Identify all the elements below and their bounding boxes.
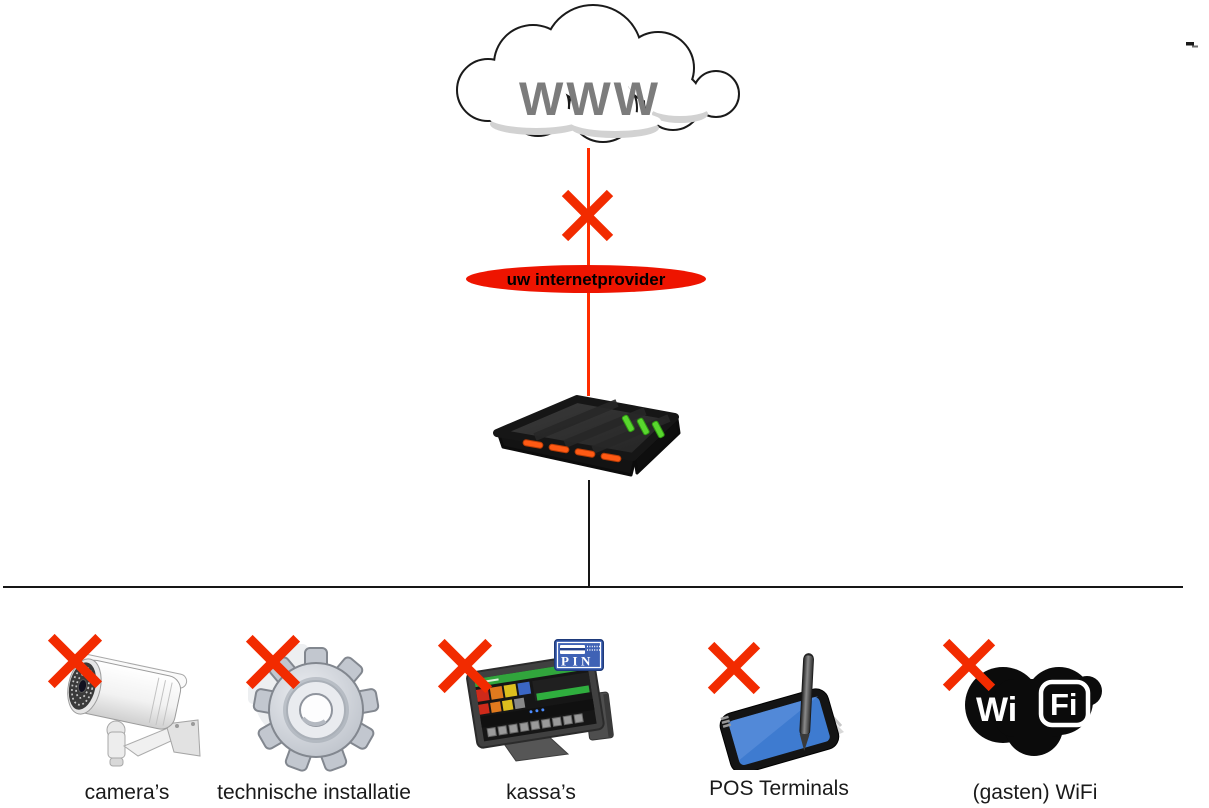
pin-badge: PIN — [554, 639, 604, 671]
registers-blocked-x-icon — [437, 638, 493, 694]
internet-cloud-icon: WWW — [456, 4, 740, 143]
cursor-artifact — [1186, 42, 1198, 48]
terminals-label: POS Terminals — [709, 777, 849, 800]
uplink-blocked-x-icon — [561, 189, 614, 242]
provider-label: uw internetprovider — [506, 269, 666, 289]
cash-register-icon — [466, 655, 614, 762]
lan-bus-line — [3, 586, 1183, 588]
router-front-leds — [522, 439, 622, 463]
lan-drop-line — [588, 480, 590, 587]
security-camera-icon — [67, 654, 201, 767]
cameras-label: camera’s — [84, 781, 170, 804]
payment-terminal-icon — [719, 653, 844, 770]
router-icon — [493, 395, 681, 477]
wifi-blocked-x-icon — [942, 638, 996, 692]
wifi-wi-label: Wi — [976, 691, 1017, 729]
installation-blocked-x-icon — [245, 634, 301, 690]
wifi-logo-icon: Wi Fi — [965, 667, 1102, 756]
terminals-blocked-x-icon — [707, 641, 761, 695]
wifi-fi-label: Fi — [1050, 687, 1078, 722]
stylus — [799, 653, 814, 751]
router-status-leds — [621, 414, 665, 439]
installation-label: technische installatie — [217, 781, 411, 804]
wifi-label: (gasten) WiFi — [972, 781, 1098, 804]
registers-label: kassa’s — [506, 781, 576, 804]
provider-badge: uw internetprovider — [466, 265, 706, 293]
cameras-blocked-x-icon — [47, 633, 103, 689]
www-label: WWW — [519, 72, 661, 125]
pin-label: PIN — [561, 654, 594, 669]
